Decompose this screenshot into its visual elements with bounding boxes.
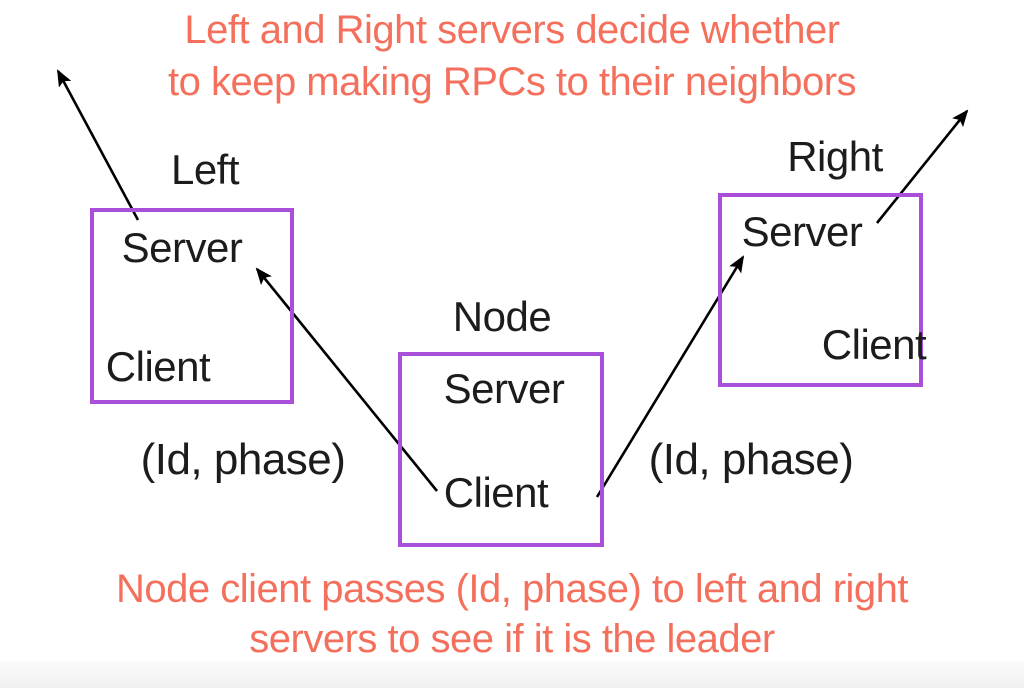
edge-label-left: (Id, phase) (140, 435, 346, 484)
left-box (90, 208, 294, 404)
left-server-label: Server (121, 224, 243, 271)
right-box (718, 193, 923, 387)
top-caption: Left and Right servers decide whether to… (0, 4, 1024, 108)
top-caption-line2: to keep making RPCs to their neighbors (167, 60, 857, 104)
bottom-caption: Node client passes (Id, phase) to left a… (0, 564, 1024, 664)
bottom-caption-line2: servers to see if it is the leader (249, 617, 775, 661)
left-box-title: Left (170, 146, 240, 193)
right-client-label: Client (821, 321, 927, 368)
node-box (398, 352, 604, 547)
left-client-label: Client (105, 343, 211, 390)
right-server-label: Server (741, 208, 863, 255)
node-client-label: Client (443, 469, 549, 516)
right-box-title: Right (787, 133, 883, 180)
bottom-gradient-bar (0, 661, 1024, 688)
node-box-title: Node (452, 293, 552, 340)
top-caption-line1: Left and Right servers decide whether (184, 8, 840, 52)
node-server-label: Server (443, 365, 565, 412)
edge-label-right: (Id, phase) (648, 435, 854, 484)
bottom-caption-line1: Node client passes (Id, phase) to left a… (115, 567, 909, 611)
